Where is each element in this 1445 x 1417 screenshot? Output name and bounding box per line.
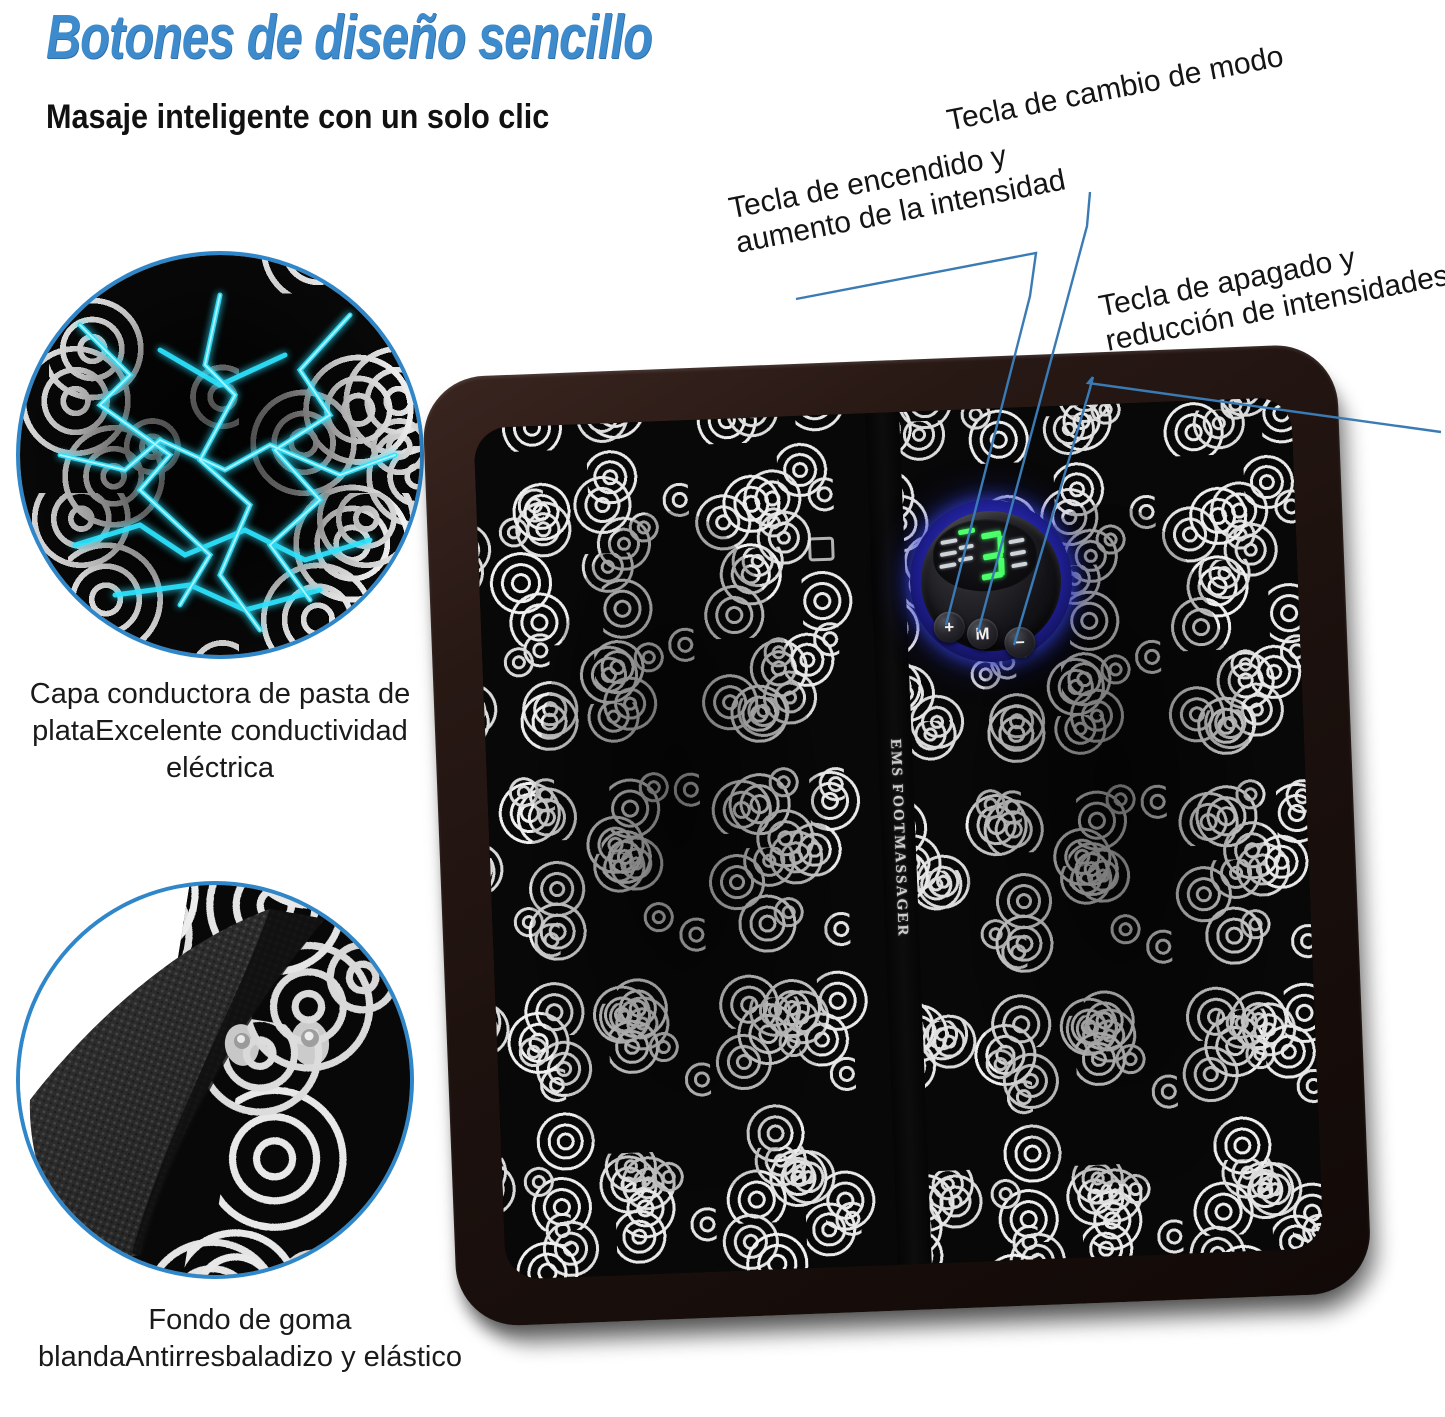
rubber-bottom-image	[20, 885, 410, 1275]
snap-button-icon	[290, 1020, 330, 1066]
snap-button-icon	[224, 1024, 260, 1066]
caption-line: plataExcelente conductividad	[32, 715, 408, 748]
conductive-layer-caption: Capa conductora de pasta de plataExcelen…	[10, 676, 430, 787]
annotation-mode-key: Tecla de cambio de modo	[944, 39, 1286, 139]
brand-label: EMS FOOTMASSAGER	[887, 738, 911, 939]
lcd-display	[936, 522, 1036, 588]
minus-icon: −	[1014, 632, 1026, 653]
electrode-contact	[807, 536, 835, 562]
electric-arc-icon	[57, 292, 398, 633]
plus-icon: +	[943, 617, 955, 637]
rubber-bottom-caption: Fondo de goma blandaAntirresbaladizo y e…	[10, 1302, 490, 1376]
annotation-power-increase-key: Tecla de encendido y aumento de la inten…	[726, 128, 1069, 261]
foot-massager-mat: EMS FOOTMASSAGER	[413, 334, 1401, 1370]
annotation-line: Tecla de cambio de modo	[944, 39, 1287, 138]
conductive-layer-image	[20, 255, 420, 655]
page-title: Botones de diseño sencillo	[46, 3, 653, 72]
caption-line: eléctrica	[166, 752, 274, 785]
mat-frame: EMS FOOTMASSAGER	[421, 343, 1373, 1328]
page-subtitle: Masaje inteligente con un solo clic	[46, 98, 550, 136]
mode-icon: M	[975, 624, 990, 644]
caption-line: blandaAntirresbaladizo y elástico	[38, 1341, 462, 1374]
rubber-sole-shape	[29, 909, 330, 1265]
caption-line: Fondo de goma	[148, 1304, 352, 1336]
caption-line: Capa conductora de pasta de	[29, 678, 411, 710]
mat-left-foot-zone	[473, 413, 898, 1280]
mat-pattern-surface: EMS FOOTMASSAGER	[473, 396, 1324, 1280]
